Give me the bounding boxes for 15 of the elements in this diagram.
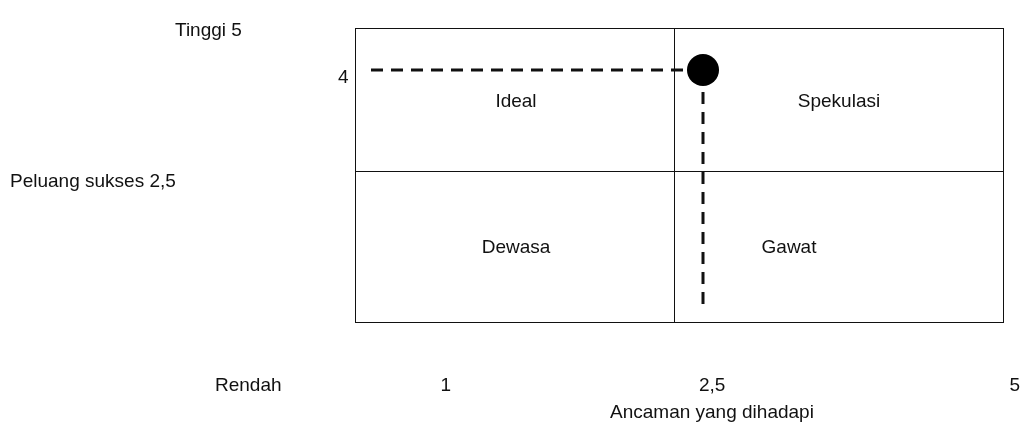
quadrant-cell [355, 171, 676, 323]
tick-label: 2,5 [699, 374, 726, 396]
quadrant-cell [355, 28, 676, 173]
tick-label: 5 [1009, 374, 1021, 396]
axis-title: Ancaman yang dihadapi [610, 401, 814, 423]
axis-label: Rendah [215, 374, 282, 396]
tick-label: 1 [440, 374, 452, 396]
quadrant-cell [674, 171, 1004, 323]
quadrant-label: Dewasa [481, 236, 551, 258]
axis-label: Tinggi 5 [175, 19, 242, 41]
axis-label: Peluang sukses 2,5 [10, 170, 176, 192]
quadrant-label: Ideal [495, 90, 537, 112]
quadrant-label: Gawat [761, 236, 817, 258]
tick-label: 4 [338, 66, 349, 88]
quadrant-label: Spekulasi [797, 90, 881, 112]
